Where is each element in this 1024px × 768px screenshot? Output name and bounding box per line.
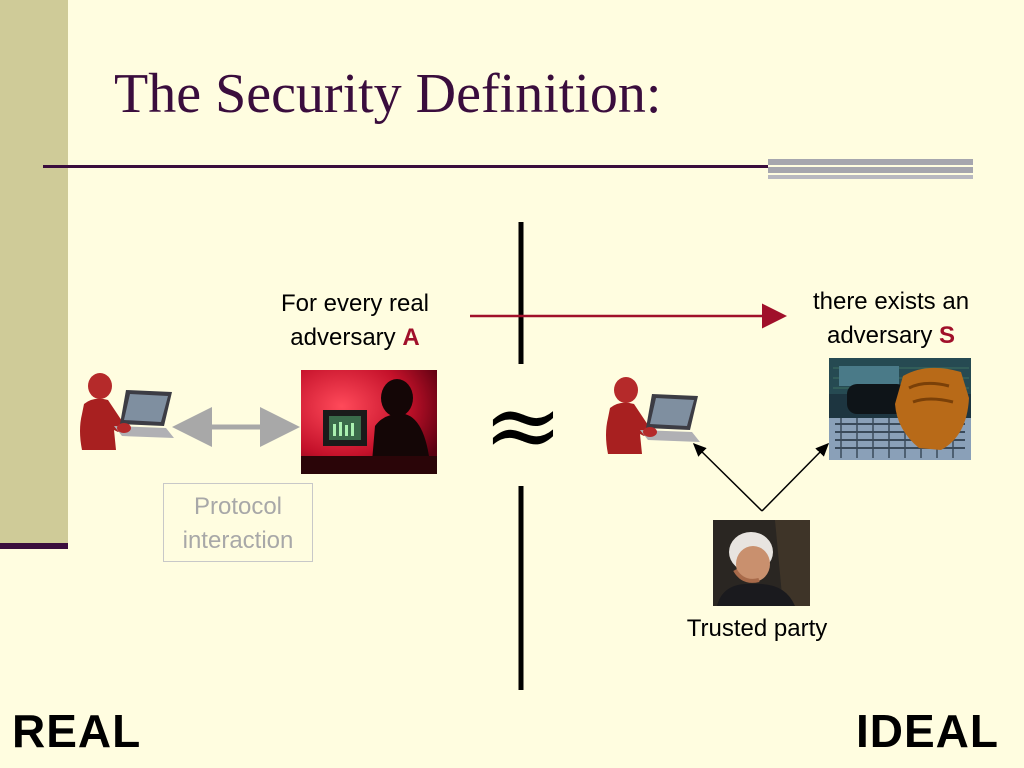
ideal-caption-line1: there exists an (812, 288, 970, 315)
ideal-caption-line2: adversary S (786, 319, 996, 353)
trusted-party-label: Trusted party (686, 615, 828, 642)
ideal-caption-word: adversary (826, 322, 933, 349)
hacker-glove-image (829, 358, 971, 460)
title-rule (43, 165, 768, 168)
sidebar-foot (0, 543, 68, 549)
real-caption-word: adversary (290, 324, 396, 351)
adversary-silhouette-image (301, 370, 437, 474)
protocol-interaction-box: Protocol interaction (163, 483, 313, 562)
real-world-label: REAL (12, 705, 142, 757)
trusted-to-user-arrow (692, 442, 763, 512)
trusted-party-portrait (713, 520, 810, 606)
adversary-letter-a: A (402, 324, 420, 351)
real-caption-line1: For every real (280, 290, 430, 317)
ideal-adversary-caption: there exists an adversary S (786, 285, 996, 353)
ideal-world-label: IDEAL (856, 705, 999, 757)
simulator-letter-s: S (939, 322, 956, 349)
protocol-line1: Protocol (193, 493, 283, 520)
title-rule-accent (768, 159, 973, 179)
user-laptop-icon-ideal (606, 377, 700, 454)
real-adversary-caption: For every real adversary A (250, 287, 460, 355)
sidebar-band (0, 0, 68, 543)
real-caption-line2: adversary A (250, 321, 460, 355)
approx-symbol: ≈ (482, 369, 564, 481)
trusted-to-sim-arrow (761, 442, 830, 512)
user-laptop-icon (80, 373, 174, 450)
slide-title: The Security Definition: (114, 63, 662, 125)
protocol-line2: interaction (182, 527, 294, 554)
